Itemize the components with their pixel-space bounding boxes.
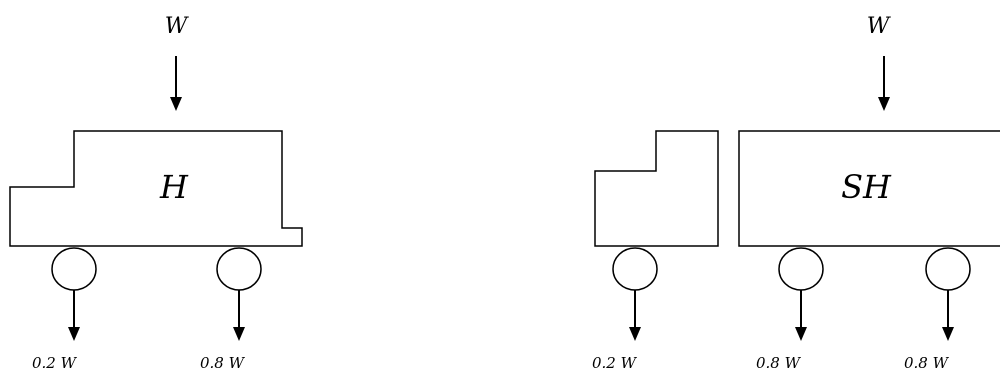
wheel-sh-rear [925,247,971,291]
wheel-sh-middle [778,247,824,291]
body-label-sh: SH [841,168,892,206]
tractor-cab-sh [594,130,719,247]
top-load-label-sh: W [867,14,892,39]
wheel-load-arrow-sh-middle [795,290,807,341]
vehicle-sh: W SH 0.2 W 0.8 W 0.8 W [592,14,1000,372]
top-load-label-h: W [165,14,190,39]
wheel-h-front [51,247,97,291]
top-load-arrow-sh [878,56,890,111]
wheel-load-arrow-h-front [68,290,80,341]
wheel-load-label-sh-rear: 0.8 W [904,354,950,372]
wheel-load-label-sh-front: 0.2 W [592,354,638,372]
vehicle-body-h [9,130,303,247]
wheel-load-label-h-rear: 0.8 W [200,354,246,372]
wheel-sh-front [612,247,658,291]
vehicle-h: W H 0.2 W 0.8 W [9,14,303,372]
wheel-load-arrow-sh-rear [942,290,954,341]
semi-trailer-body-sh [738,130,1000,247]
wheel-load-arrow-sh-front [629,290,641,341]
body-label-h: H [159,168,189,206]
wheel-h-rear [216,247,262,291]
wheel-load-arrow-h-rear [233,290,245,341]
wheel-load-label-sh-middle: 0.8 W [756,354,802,372]
top-load-arrow-h [170,56,182,111]
wheel-load-label-h-front: 0.2 W [32,354,78,372]
